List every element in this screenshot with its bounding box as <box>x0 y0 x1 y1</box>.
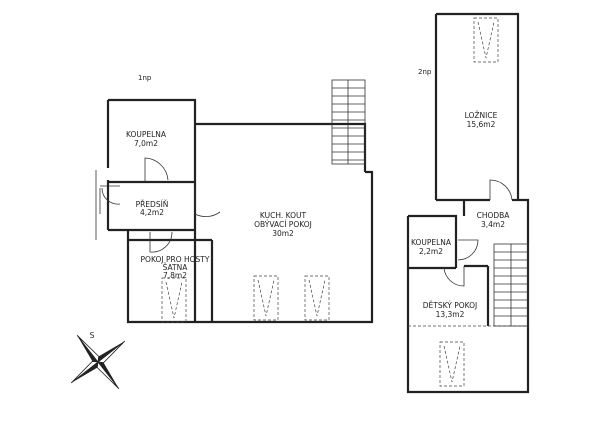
ground-floor-doors <box>95 157 221 253</box>
ground-floor-stairs <box>331 79 366 165</box>
ground-floor-skylights <box>161 275 330 323</box>
room-area-loznice: 15,6m2 <box>467 120 496 129</box>
room-area-predsin: 4,2m2 <box>140 208 164 217</box>
room-area-chodba: 3,4m2 <box>481 220 505 229</box>
room-label-koupelna: KOUPELNA <box>126 130 167 139</box>
room-label-predsin: PŘEDSÍŇ <box>136 200 169 209</box>
room-label-loznice: LOŽNICE <box>465 111 498 120</box>
room-area-koupelna-2: 2,2m2 <box>419 247 443 256</box>
room-area-kuch-kout: 30m2 <box>272 229 294 238</box>
room-label-satna: ŠATNA <box>163 263 189 272</box>
room-area-detsky-pokoj: 13,3m2 <box>436 310 465 319</box>
floor-label-upper: 2np <box>418 68 432 76</box>
room-label-obyvaci-pokoj: OBÝVACÍ POKOJ <box>254 220 312 229</box>
room-label-detsky-pokoj: DĚTSKÝ POKOJ <box>423 301 478 310</box>
ground-floor-walls <box>106 98 374 324</box>
floor-label-ground: 1np <box>138 74 152 82</box>
room-label-kuch-kout: KUCH. KOUT <box>260 211 307 220</box>
upper-floor-stairs <box>493 243 529 327</box>
room-label-chodba: CHODBA <box>477 211 511 220</box>
upper-floor-skylights <box>439 17 499 387</box>
room-label-pokoj-pro-hosty: POKOJ PRO HOSTY <box>141 255 210 264</box>
upper-floor-walls <box>406 12 530 394</box>
room-label-koupelna-2: KOUPELNA <box>411 238 452 247</box>
compass-label: S <box>90 331 95 340</box>
compass-rose-icon <box>70 334 126 390</box>
room-area-pokoj-pro-hosty: 7,8m2 <box>163 271 187 280</box>
room-area-koupelna: 7,0m2 <box>134 139 158 148</box>
